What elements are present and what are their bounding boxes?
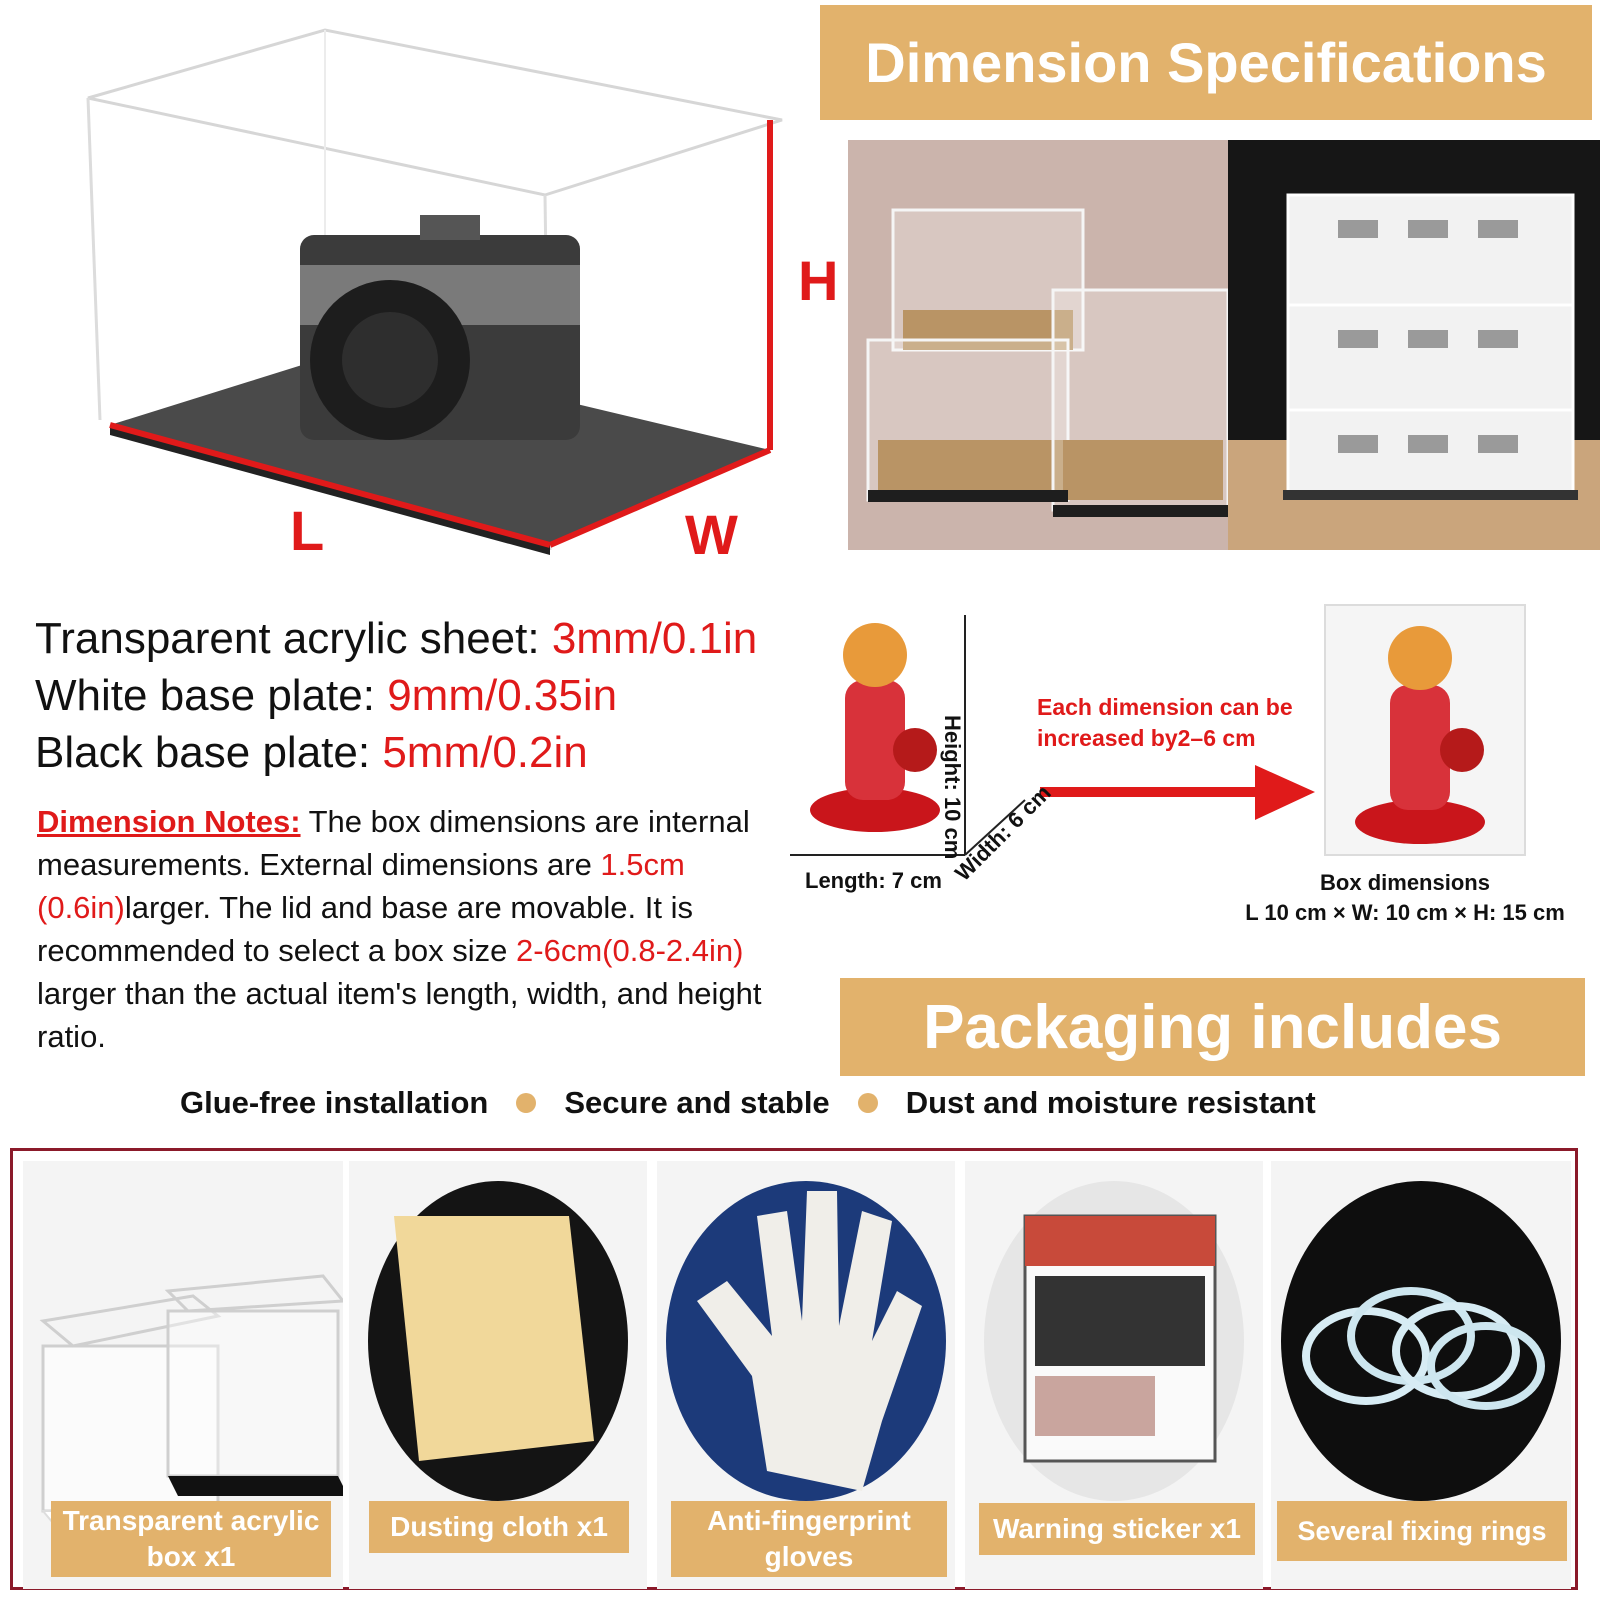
item-label: Transparent acrylic box x1 bbox=[51, 1501, 331, 1577]
item-fixing-rings: Several fixing rings bbox=[1271, 1161, 1571, 1589]
height-marker: H bbox=[798, 249, 839, 312]
feature-glue-free: Glue-free installation bbox=[180, 1085, 489, 1120]
acrylic-box-illustration bbox=[86, 28, 783, 555]
width-marker: W bbox=[685, 503, 738, 566]
item-label: Warning sticker x1 bbox=[979, 1503, 1255, 1555]
page-title: Dimension Specifications bbox=[820, 5, 1592, 120]
bullet-dot-icon bbox=[857, 1093, 878, 1113]
dusting-cloth-icon bbox=[368, 1181, 628, 1501]
dimension-notes: Dimension Notes: The box dimensions are … bbox=[37, 804, 762, 1054]
sizing-diagram: Height: 10 cm Width: 6 cm Length: 7 cm E… bbox=[790, 600, 1600, 950]
arrow-note: Each dimension can be increased by2–6 cm bbox=[1037, 694, 1293, 751]
feature-list: Glue-free installation Secure and stable… bbox=[180, 1085, 1316, 1121]
warning-sticker-icon bbox=[984, 1181, 1244, 1501]
acrylic-box-icon bbox=[39, 1274, 343, 1530]
spec-acrylic-sheet: Transparent acrylic sheet: 3mm/0.1in bbox=[35, 614, 758, 663]
box-dimensions: Box dimensions L 10 cm × W: 10 cm × H: 1… bbox=[1245, 870, 1565, 925]
bullet-dot-icon bbox=[516, 1093, 537, 1113]
figurine-icon bbox=[810, 623, 940, 832]
glove-icon bbox=[666, 1181, 946, 1501]
feature-secure: Secure and stable bbox=[564, 1085, 830, 1120]
item-warning-sticker: Warning sticker x1 bbox=[965, 1161, 1263, 1589]
ring-icon bbox=[1281, 1181, 1561, 1501]
package-contents: Transparent acrylic box x1 Dusting cloth… bbox=[10, 1148, 1578, 1590]
item-dusting-cloth: Dusting cloth x1 bbox=[349, 1161, 647, 1589]
feature-dust-resistant: Dust and moisture resistant bbox=[905, 1085, 1316, 1120]
notes-heading: Dimension Notes: bbox=[37, 804, 301, 839]
example-photo-building bbox=[1228, 140, 1600, 550]
packaging-title: Packaging includes bbox=[840, 978, 1585, 1076]
item-label: Several fixing rings bbox=[1277, 1501, 1567, 1561]
example-photo-diorama bbox=[848, 140, 1228, 550]
spec-black-base: Black base plate: 5mm/0.2in bbox=[35, 728, 588, 777]
item-label: Dusting cloth x1 bbox=[369, 1501, 629, 1553]
material-specs: Transparent acrylic sheet: 3mm/0.1in Whi… bbox=[35, 610, 757, 781]
item-acrylic-box: Transparent acrylic box x1 bbox=[23, 1161, 343, 1589]
length-marker: L bbox=[290, 499, 325, 562]
box-diagram: H L W bbox=[60, 20, 838, 566]
item-label: Anti-fingerprint gloves bbox=[671, 1501, 947, 1577]
length-label: Length: 7 cm bbox=[805, 868, 942, 893]
item-gloves: Anti-fingerprint gloves bbox=[657, 1161, 955, 1589]
spec-white-base: White base plate: 9mm/0.35in bbox=[35, 671, 618, 720]
